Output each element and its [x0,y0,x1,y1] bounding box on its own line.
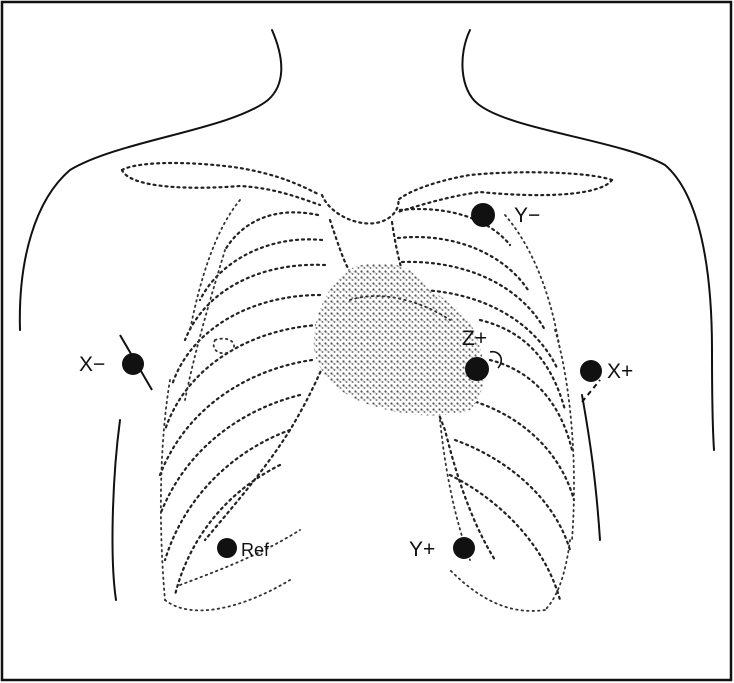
electrode-y-minus [471,203,495,227]
label-ref: Ref [241,540,270,560]
heart-area [314,263,484,416]
electrode-ref [217,538,237,558]
label-y-minus: Y− [514,204,540,227]
sternum [322,195,402,275]
label-x-plus: X+ [607,360,633,383]
label-y-plus: Y+ [409,538,435,561]
label-z-plus: Z+ [462,327,487,350]
electrode-x-plus [580,360,602,382]
label-x-minus: X− [79,353,105,376]
electrode-x-minus [122,353,144,375]
electrode-y-plus [453,537,475,559]
electrode-z-plus [465,357,489,381]
